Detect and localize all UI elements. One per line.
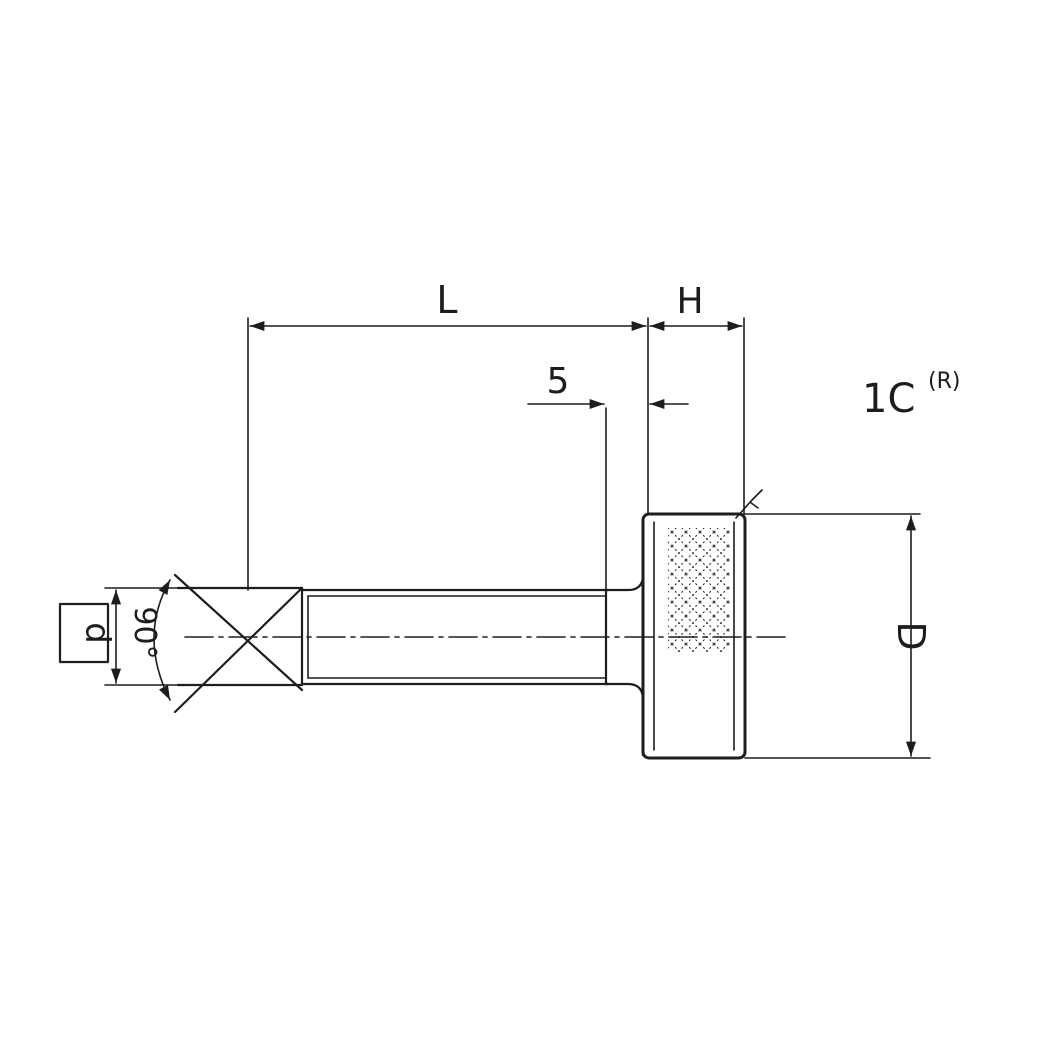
knurl-pattern bbox=[668, 528, 730, 652]
dimensions bbox=[58, 317, 931, 759]
label-H: H bbox=[676, 281, 703, 322]
knurled-head bbox=[641, 512, 747, 760]
chamfer-leader bbox=[735, 489, 763, 519]
label-chamfer: 1C bbox=[862, 376, 915, 422]
dimension-d-box bbox=[58, 602, 110, 664]
label-d: d bbox=[77, 622, 117, 644]
angle-arc bbox=[153, 579, 171, 701]
label-5: 5 bbox=[547, 361, 570, 402]
label-D: D bbox=[889, 621, 933, 650]
label-chamfer-note: (R) bbox=[928, 369, 960, 394]
screw-part bbox=[173, 512, 791, 760]
conical-tip bbox=[173, 573, 304, 714]
label-L: L bbox=[436, 278, 457, 322]
label-angle: 90° bbox=[127, 606, 162, 659]
